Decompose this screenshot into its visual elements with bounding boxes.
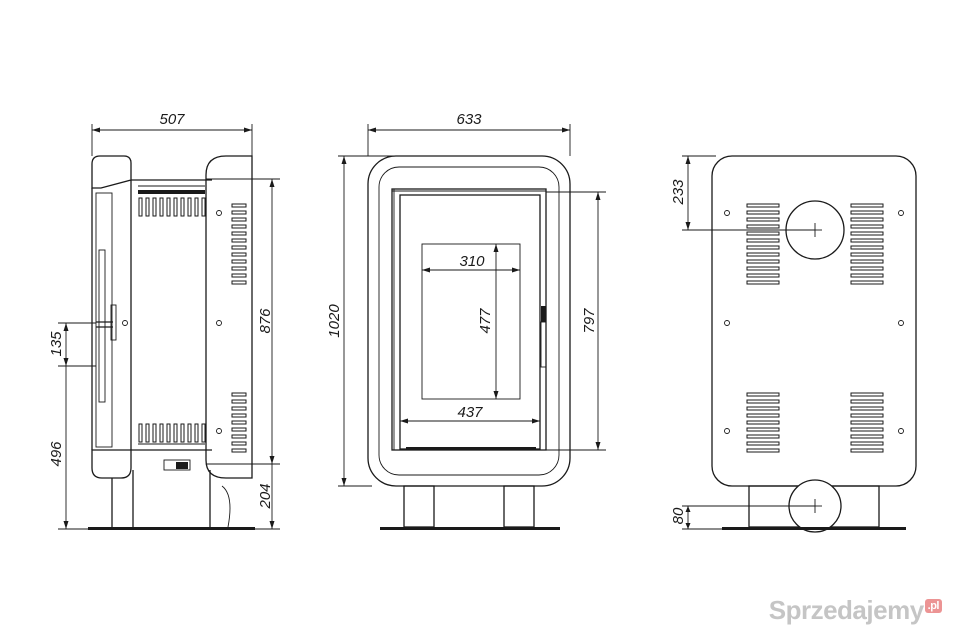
side-rear-vents <box>231 203 247 453</box>
dim-door-width: 437 <box>457 404 483 421</box>
rear-vents-bottom-right <box>850 392 884 453</box>
dim-side-height: 876 <box>257 308 274 334</box>
dim-back-top: 233 <box>670 179 687 206</box>
rear-view <box>711 155 917 533</box>
rear-vents-top-right <box>850 203 884 285</box>
dim-side-lower: 496 <box>48 441 65 467</box>
dimension-labels: 507 633 310 437 876 204 135 496 1020 797… <box>48 111 687 524</box>
watermark-suffix: .pl <box>924 599 942 614</box>
dim-glass-height: 477 <box>477 308 494 334</box>
dim-front-width: 633 <box>456 111 482 128</box>
watermark-text: Sprzedajemy <box>768 595 924 625</box>
rear-dimensions <box>682 155 815 530</box>
side-view <box>88 155 255 530</box>
side-top-fins <box>138 190 206 217</box>
dim-back-bottom: 80 <box>670 507 687 524</box>
front-view <box>367 155 571 530</box>
side-dimensions <box>58 124 280 530</box>
front-dimensions <box>338 124 606 487</box>
dim-side-leg: 204 <box>257 483 274 509</box>
dim-side-handle: 135 <box>48 331 65 357</box>
side-bottom-fins <box>138 423 206 443</box>
dim-front-door: 797 <box>581 308 598 334</box>
dim-glass-width: 310 <box>459 253 485 270</box>
rear-vents-bottom-left <box>746 392 780 453</box>
dim-side-width: 507 <box>159 111 185 128</box>
dim-front-height: 1020 <box>326 304 343 338</box>
rear-vents-top-left <box>746 203 780 285</box>
watermark: Sprzedajemy.pl <box>769 595 942 626</box>
